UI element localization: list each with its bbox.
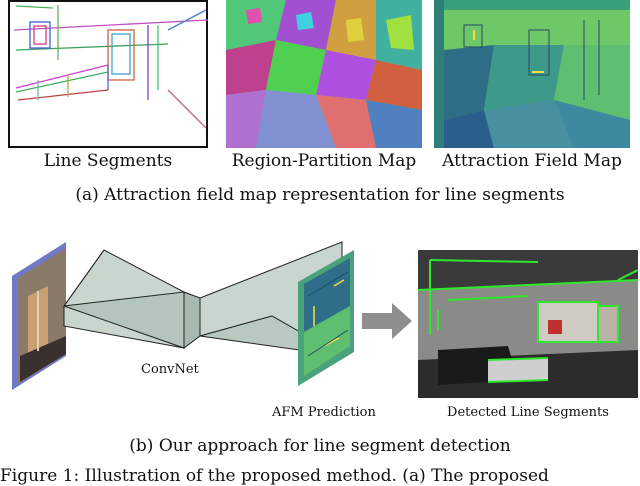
panel-b-caption: (b) Our approach for line segment detect…	[129, 436, 511, 456]
region-partition-map-image	[226, 0, 422, 148]
input-image	[8, 236, 68, 396]
arrow-icon	[362, 301, 414, 341]
attraction-field-map-image	[434, 0, 630, 148]
detected-line-segments-image	[418, 250, 638, 398]
figure-caption: Figure 1: Illustration of the proposed m…	[0, 466, 549, 486]
convnet-label: ConvNet	[141, 362, 199, 377]
line-segments-image	[8, 0, 208, 148]
afm-prediction-image	[294, 246, 358, 396]
panel-a-caption: (a) Attraction field map representation …	[75, 185, 565, 205]
region-partition-map-label: Region-Partition Map	[231, 151, 417, 171]
afm-prediction-label: AFM Prediction	[272, 405, 376, 420]
line-segments-label: Line Segments	[43, 151, 173, 171]
attraction-field-map-label: Attraction Field Map	[442, 151, 622, 171]
detected-line-segments-label: Detected Line Segments	[447, 405, 609, 420]
